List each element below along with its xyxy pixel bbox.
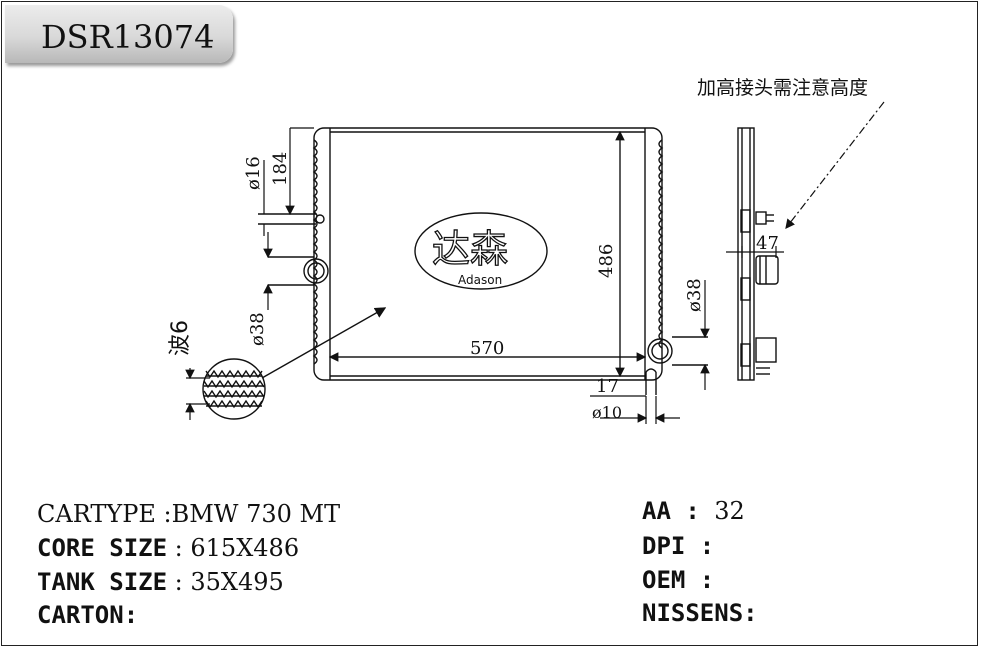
spec-aa: AA : 32 — [642, 497, 745, 525]
tank-size-label: TANK SIZE — [37, 568, 168, 596]
spec-core-size: CORE SIZE : 615X486 — [37, 534, 299, 562]
carton-label: CARTON: — [37, 601, 139, 629]
dim-d10: ø10 — [592, 403, 622, 422]
dim-d38-left: ø38 — [247, 312, 268, 346]
tank-size-sep: : — [167, 568, 191, 596]
logo-ellipse — [414, 212, 548, 290]
side-view — [737, 127, 755, 381]
dim-d16: ø16 — [243, 156, 264, 190]
aa-value: 32 — [714, 497, 745, 525]
radiator-outline — [313, 127, 663, 381]
cartype-label: CARTYPE — [37, 500, 156, 528]
logo-chinese: 达森 — [432, 227, 508, 271]
height-note: 加高接头需注意高度 — [697, 77, 869, 99]
spec-oem: OEM : — [642, 566, 714, 594]
aa-label: AA — [642, 497, 671, 525]
dim-17: 17 — [596, 376, 619, 397]
dim-570: 570 — [470, 338, 504, 359]
spec-carton: CARTON: — [37, 601, 138, 629]
dpi-label: DPI : — [642, 532, 715, 560]
part-code-tab: DSR13074 — [5, 5, 233, 63]
dim-486: 486 — [596, 244, 617, 278]
core-size-label: CORE SIZE — [37, 534, 168, 562]
aa-sep: : — [670, 497, 715, 525]
logo-english: Adason — [458, 273, 502, 287]
tank-size-value: 35X495 — [190, 568, 284, 596]
part-code: DSR13074 — [41, 18, 215, 56]
nissens-label: NISSENS: — [642, 599, 758, 627]
core-size-sep: : — [167, 534, 191, 562]
dim-184: 184 — [270, 152, 291, 186]
cartype-sep: : — [155, 500, 172, 528]
spec-cartype: CARTYPE :BMW 730 MT — [37, 500, 340, 528]
cartype-value: BMW 730 MT — [171, 500, 341, 528]
spec-dpi: DPI : — [642, 532, 714, 560]
dim-d38-right: ø38 — [684, 278, 705, 312]
fin-detail-circle — [202, 358, 266, 420]
spec-nissens: NISSENS: — [642, 599, 758, 627]
dim-wave: 波6 — [168, 320, 193, 356]
dim-47: 47 — [756, 233, 779, 254]
oem-label: OEM : — [642, 566, 715, 594]
spec-tank-size: TANK SIZE : 35X495 — [37, 568, 284, 596]
core-size-value: 615X486 — [190, 534, 300, 562]
